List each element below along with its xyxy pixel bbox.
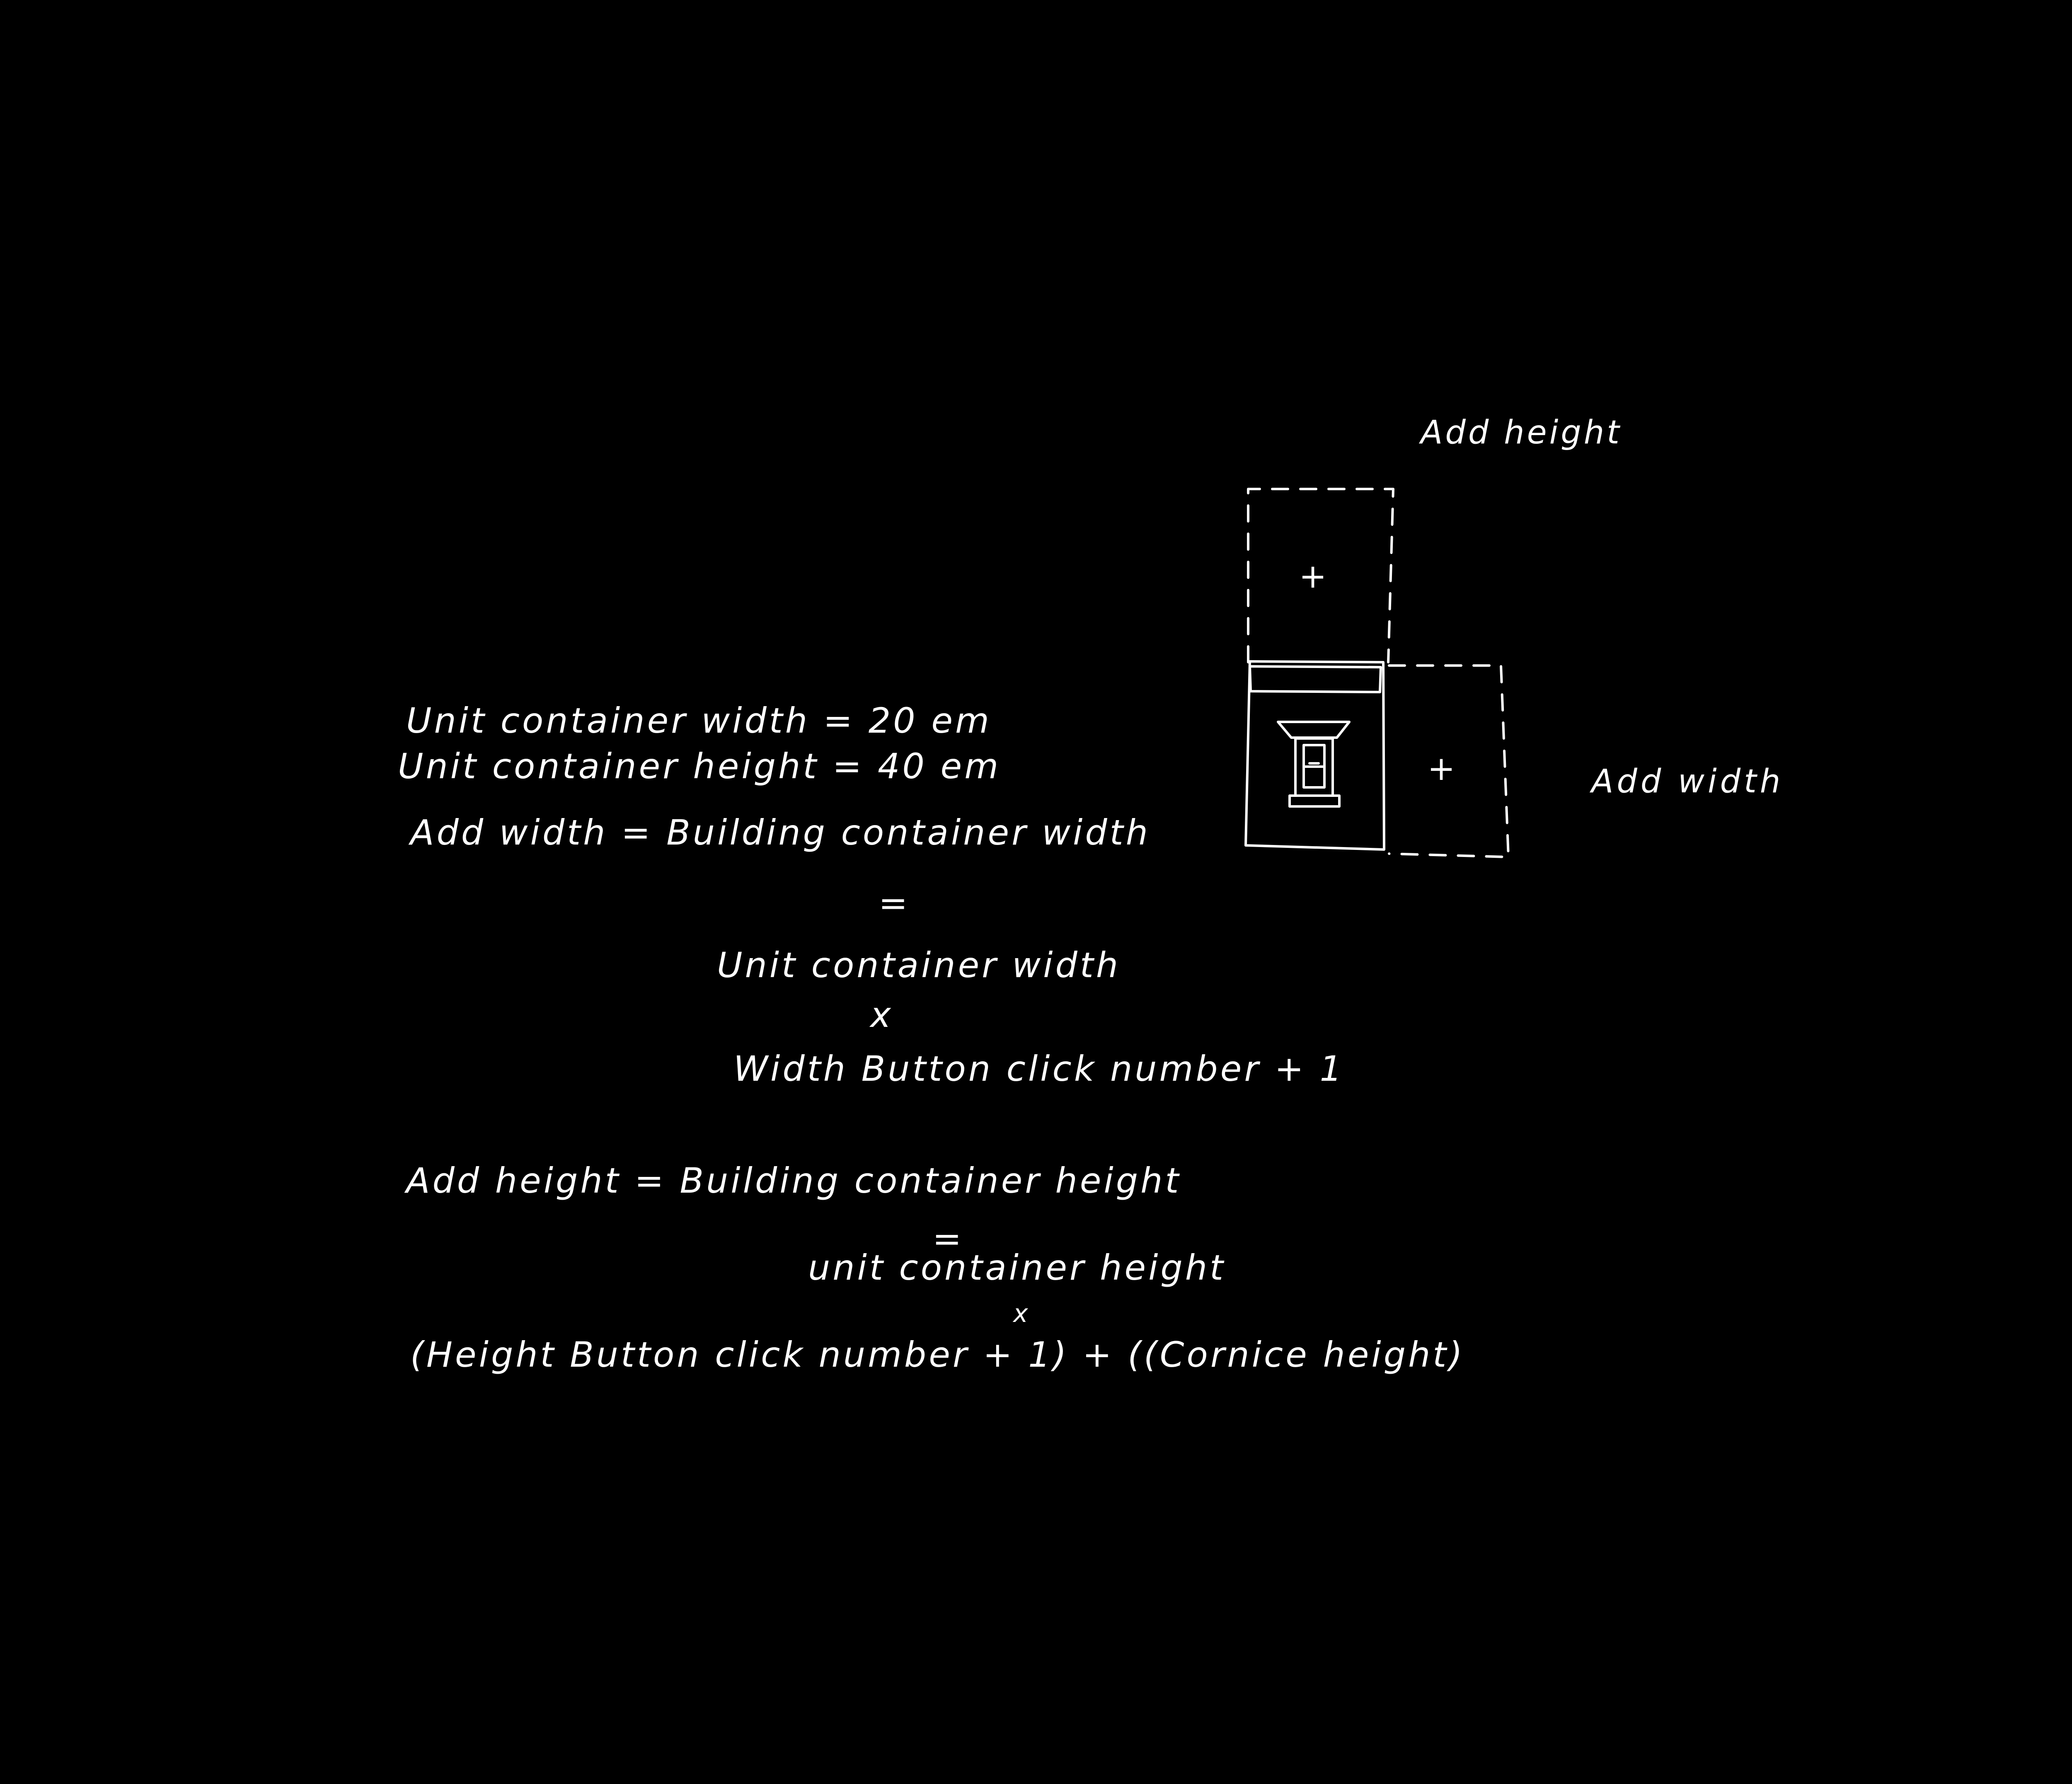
add-height-slot[interactable]	[1247, 488, 1394, 663]
unit-width-note: Unit container width = 20 em	[406, 700, 992, 741]
add-height-button[interactable]: +	[1299, 557, 1326, 595]
add-height-label: Add height	[1418, 414, 1622, 451]
cornice	[1249, 665, 1382, 693]
unit-container	[1244, 660, 1385, 851]
window-pediment	[1277, 721, 1351, 739]
width-formula-term: Unit container width	[717, 945, 1121, 985]
add-width-label: Add width	[1589, 763, 1784, 800]
window-sash	[1302, 762, 1326, 768]
height-formula-multiplier: (Height Button click number + 1) + ((Cor…	[410, 1334, 1465, 1375]
height-formula-lhs: Add height = Building container height	[406, 1160, 1181, 1201]
add-width-button[interactable]: +	[1427, 749, 1455, 788]
add-width-slot[interactable]	[1388, 664, 1510, 858]
width-formula-lhs: Add width = Building container width	[410, 812, 1150, 853]
unit-height-note: Unit container height = 40 em	[398, 746, 1001, 787]
window-sill	[1288, 794, 1341, 808]
height-formula-term: unit container height	[808, 1247, 1226, 1288]
width-formula-equals: =	[879, 883, 910, 923]
width-formula-multiplier: Width Button click number + 1	[733, 1048, 1345, 1089]
height-formula-equals: =	[932, 1218, 964, 1259]
window-inner	[1302, 744, 1326, 789]
width-formula-times: x	[870, 995, 893, 1035]
height-formula-times: x	[1013, 1299, 1031, 1328]
